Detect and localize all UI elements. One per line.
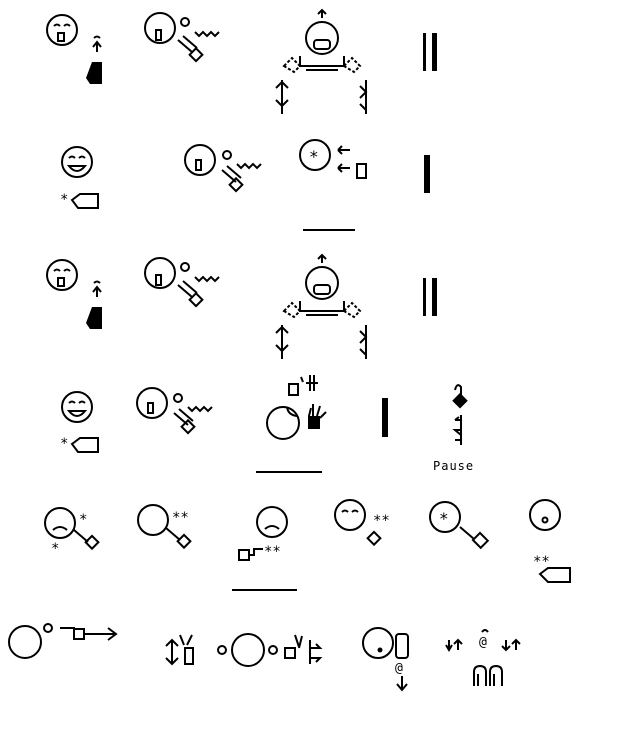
svg-text:**: ** — [172, 510, 189, 526]
svg-text:**: ** — [533, 554, 550, 570]
two-heads-sign — [165, 633, 323, 667]
single-bar-2 — [382, 398, 388, 437]
face-sign-4: ** — [137, 504, 192, 550]
face-sign-5: ** — [238, 506, 288, 561]
face-hand-sign-4 — [136, 387, 213, 435]
svg-text:**: ** — [373, 513, 390, 529]
facial-expression-sign-2 — [275, 253, 368, 359]
smile-sign-1: * — [60, 146, 99, 209]
face-sign-6: ** — [334, 499, 390, 547]
svg-text:*: * — [60, 192, 68, 208]
pause-sign — [452, 384, 468, 445]
pause-label: Pause — [433, 459, 475, 473]
svg-text:**: ** — [264, 544, 281, 560]
facial-expression-sign-1 — [275, 8, 368, 114]
head-hand-sign-1 — [266, 375, 327, 440]
face-hand-sign-1 — [144, 12, 220, 63]
face-sign-7: ** — [529, 499, 571, 583]
smile-sign-2: * — [60, 391, 99, 453]
face-hand-sign-2 — [184, 144, 262, 193]
svg-text:@: @ — [479, 635, 487, 650]
svg-text:@: @ — [395, 661, 403, 676]
face-sign-1 — [46, 14, 102, 84]
star-face-sign-1: * — [299, 139, 367, 179]
face-hand-sign-5: @ — [362, 627, 409, 692]
svg-text:*: * — [60, 436, 68, 452]
star-face-sign-2: * — [429, 501, 490, 550]
arrows-sign: @ — [445, 629, 521, 686]
single-bar-1 — [424, 155, 430, 193]
double-bar-1 — [423, 33, 437, 71]
svg-text:*: * — [51, 541, 59, 557]
face-sign-2 — [46, 259, 102, 329]
svg-text:*: * — [309, 147, 319, 166]
face-sign-3: * * — [44, 507, 100, 557]
face-hand-sign-3 — [144, 257, 220, 308]
head-arrow-sign — [8, 623, 118, 659]
svg-text:*: * — [439, 509, 449, 528]
svg-text:*: * — [79, 512, 87, 528]
double-bar-2 — [423, 278, 437, 316]
